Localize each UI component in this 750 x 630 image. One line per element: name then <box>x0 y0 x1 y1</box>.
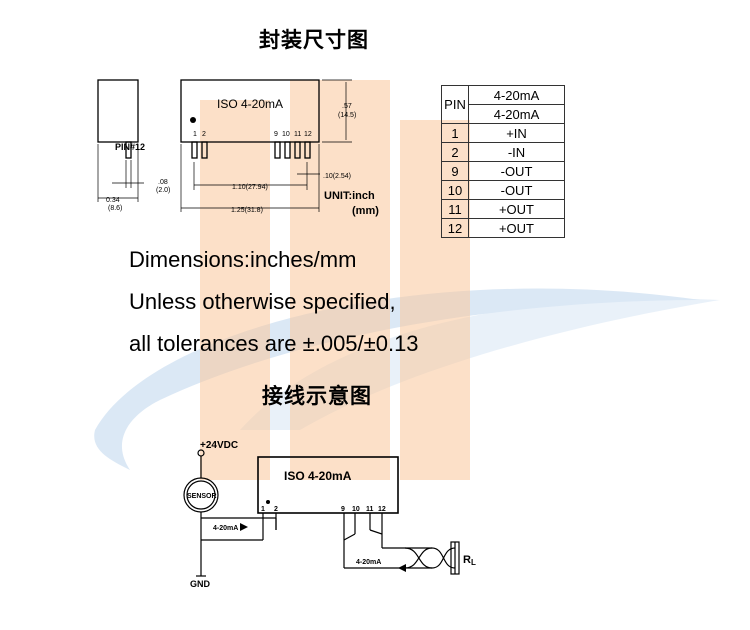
pin-label-11: 11 <box>294 131 301 138</box>
pin-label-9: 9 <box>274 131 278 138</box>
table-row: 2-IN <box>441 142 565 162</box>
sensor-label: SENSOR <box>187 493 217 500</box>
func-cell: -IN <box>468 142 565 162</box>
dim-width: 0.34 <box>106 197 120 204</box>
dim-height-mm: (14.5) <box>338 112 356 119</box>
w-pin-2: 2 <box>274 506 278 513</box>
dim-length: 1.25(31.8) <box>231 207 263 214</box>
load-label: RL <box>463 554 476 567</box>
pin-label-10: 10 <box>282 131 290 138</box>
wiring-title: 接线示意图 <box>262 384 372 408</box>
package-drawing: PIN#12 1 2 9 10 11 12 ISO 4-20mA .57 (14… <box>97 79 356 214</box>
func-cell: +OUT <box>468 199 565 219</box>
w-pin-1: 1 <box>261 506 265 513</box>
note-line-3: all tolerances are ±.005/±0.13 <box>129 331 419 356</box>
input-current-label: 4-20mA <box>213 525 238 532</box>
note-line-2: Unless otherwise specified, <box>129 289 396 314</box>
unit-label-1: UNIT:inch <box>324 190 375 202</box>
dim-span: 1.10(27.94) <box>232 184 268 191</box>
pin-cell: 10 <box>441 180 469 200</box>
w-pin-10: 10 <box>352 506 360 513</box>
pin-cell: 1 <box>441 123 469 143</box>
supply-label: +24VDC <box>200 440 238 451</box>
unit-label-2: (mm) <box>352 205 379 217</box>
note-line-1: Dimensions:inches/mm <box>129 247 357 272</box>
table-row: 1+IN <box>441 123 565 143</box>
table-row: 10-OUT <box>441 180 565 200</box>
func-header-2: 4-20mA <box>468 104 565 124</box>
w-pin-11: 11 <box>366 506 374 513</box>
wiring-module-label: ISO 4-20mA <box>284 469 352 483</box>
pin-label-12: 12 <box>304 131 312 138</box>
module-label: ISO 4-20mA <box>217 97 283 111</box>
pin-cell: 2 <box>441 142 469 162</box>
table-row: 9-OUT <box>441 161 565 181</box>
dim-width-mm: (8.6) <box>108 205 122 212</box>
output-current-label: 4-20mA <box>356 559 381 566</box>
pin-label-2: 2 <box>202 131 206 138</box>
func-header-1: 4-20mA <box>468 85 565 105</box>
dim-pin-len: .08 <box>158 179 168 186</box>
pin-cell: 12 <box>441 218 469 238</box>
pin-cell: 9 <box>441 161 469 181</box>
wiring-diagram: +24VDC SENSOR ISO 4-20mA 4-20mA 4-20mA G… <box>183 440 476 589</box>
w-pin-12: 12 <box>378 506 386 513</box>
dim-height: .57 <box>342 103 352 110</box>
func-cell: +OUT <box>468 218 565 238</box>
table-row: 11+OUT <box>441 199 565 219</box>
dim-pitch: .10(2.54) <box>323 173 351 180</box>
func-cell: -OUT <box>468 180 565 200</box>
func-cell: -OUT <box>468 161 565 181</box>
pin-cell: 11 <box>441 199 469 219</box>
dim-pin-len-mm: (2.0) <box>156 187 170 194</box>
ground-label: GND <box>190 579 211 589</box>
pin-label-1: 1 <box>193 131 197 138</box>
pin-note: PIN#12 <box>115 142 145 152</box>
pin-table: PIN 4-20mA 4-20mA 1+IN 2-IN 9-OUT 10-OUT… <box>441 85 565 238</box>
w-pin-9: 9 <box>341 506 345 513</box>
func-cell: +IN <box>468 123 565 143</box>
pin-header: PIN <box>441 85 469 124</box>
package-title: 封装尺寸图 <box>259 28 369 52</box>
table-row: 12+OUT <box>441 218 565 238</box>
